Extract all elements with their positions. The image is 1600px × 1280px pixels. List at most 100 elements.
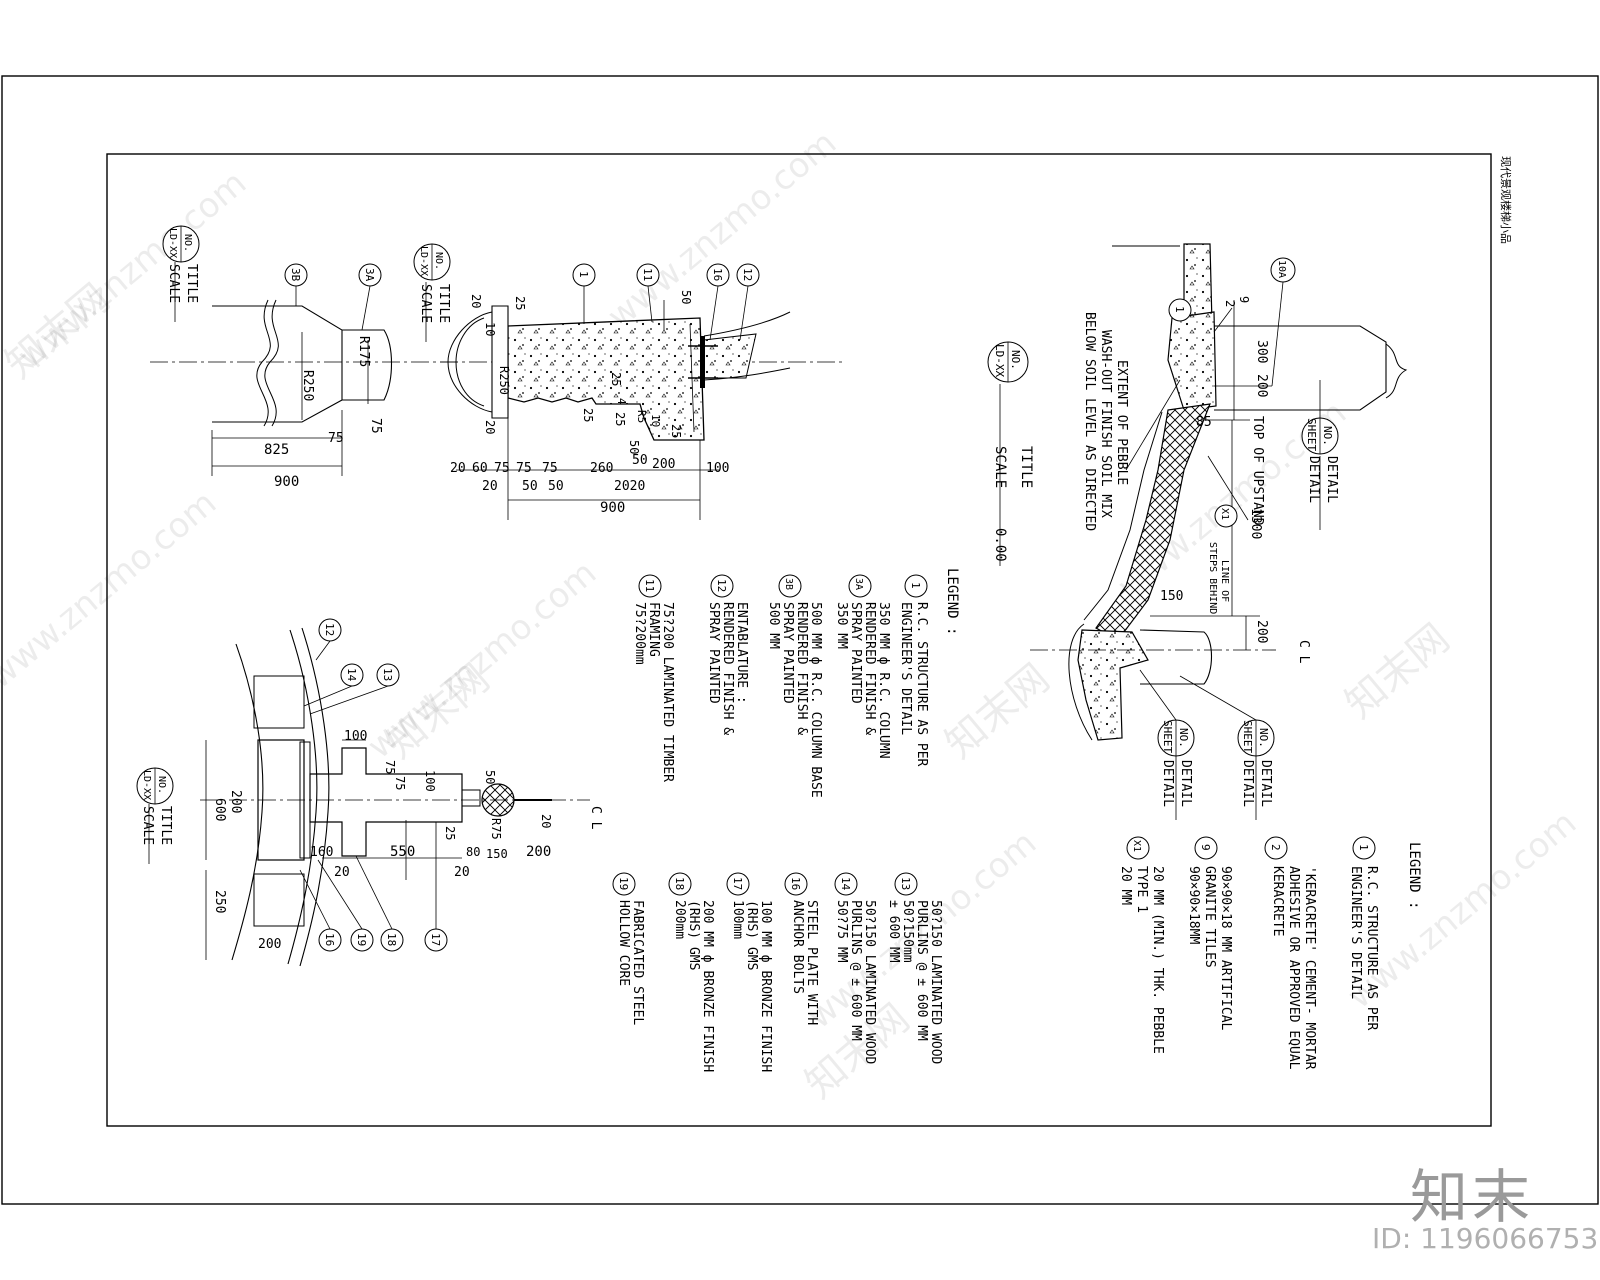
dim-label: 200 — [228, 790, 243, 813]
svg-text:NO.: NO. — [433, 252, 444, 270]
dim-label: 50 — [679, 290, 693, 304]
callout-16: 16 — [299, 869, 342, 952]
svg-text:TITLE: TITLE — [1018, 446, 1034, 488]
outer-frame — [1, 75, 1599, 1205]
svg-text:KERACRETE: KERACRETE — [1270, 866, 1285, 936]
svg-text:350 MM: 350 MM — [834, 602, 849, 649]
note-pebble: BELOW SOIL LEVEL AS DIRECTED — [1082, 312, 1097, 531]
entablature-arc — [287, 629, 318, 965]
svg-text:9: 9 — [1199, 844, 1212, 851]
svg-text:14: 14 — [839, 877, 852, 891]
dim-label: 25 — [609, 372, 623, 386]
svg-text:12: 12 — [715, 579, 728, 592]
title-block: NO. LD-XX TITLE SCALE — [413, 243, 451, 342]
svg-text:0.00: 0.00 — [992, 528, 1008, 562]
legend-item: 9 90×90×18 MM ARTIFICAL GRANITE TILES 90… — [1186, 836, 1233, 1031]
dim-label: 20 — [469, 294, 483, 308]
svg-text:20 MM (MIN.) THK. PEBBLE: 20 MM (MIN.) THK. PEBBLE — [1150, 866, 1165, 1054]
watermark-text: www.znzmo.com — [0, 483, 224, 697]
svg-text:3B: 3B — [289, 268, 302, 282]
svg-text:ENGINEER'S DETAIL: ENGINEER'S DETAIL — [898, 602, 913, 735]
svg-text:DETAIL: DETAIL — [1324, 456, 1339, 503]
dim-label: 4 — [615, 398, 628, 405]
callout-19: 19 — [317, 859, 374, 952]
svg-text:ENGINEER'S DETAIL: ENGINEER'S DETAIL — [1348, 866, 1363, 999]
svg-text:SCALE: SCALE — [992, 446, 1008, 488]
dim-label: 75 — [516, 461, 532, 476]
sheet-label: 现代景观楼梯小品 — [1499, 156, 1513, 244]
svg-text:12: 12 — [741, 268, 754, 281]
dim-label: 75 — [542, 461, 558, 476]
legend-item: 12 ENTABLATURE : RENDERED FINISH & SPRAY… — [706, 574, 749, 735]
callout-3a: 3A — [358, 263, 382, 331]
svg-text:200mm: 200mm — [672, 900, 687, 939]
lower-column — [1139, 629, 1213, 685]
watermark-text: www.znzmo.com — [600, 123, 844, 337]
svg-text:13: 13 — [899, 877, 912, 890]
dim-label: 25 — [669, 424, 683, 438]
watermark-corner-brand: 知末 — [1410, 1163, 1535, 1231]
svg-text:HOLLOW CORE: HOLLOW CORE — [616, 900, 631, 986]
svg-text:GRANITE TILES: GRANITE TILES — [1202, 866, 1217, 968]
svg-text:RENDERED FINISH &: RENDERED FINISH & — [720, 602, 735, 735]
dim-label: 75 — [368, 418, 383, 434]
leader-line — [1125, 379, 1181, 471]
dim-label: 150 — [1160, 589, 1183, 604]
column-cap-curve — [447, 311, 493, 413]
note-steps: LINE OF — [1219, 560, 1230, 602]
svg-text:350 MM ф R.C. COLUMN: 350 MM ф R.C. COLUMN — [876, 602, 891, 759]
legend-item: 19 FABRICATED STEEL HOLLOW CORE — [612, 872, 645, 1025]
dim-label: 900 — [600, 500, 625, 516]
dim-label: 20 — [482, 479, 498, 494]
svg-text:16: 16 — [711, 268, 724, 281]
step-section-view: 10A 9 2 1 X1 300 200 85 1300 150 200 C L… — [987, 243, 1408, 820]
svg-text:1: 1 — [909, 582, 922, 589]
svg-text:90×90×18 MM ARTIFICAL: 90×90×18 MM ARTIFICAL — [1218, 866, 1233, 1031]
dim-label: 10 — [649, 414, 662, 427]
entablature-shape — [703, 333, 757, 379]
svg-text:NO.: NO. — [1257, 728, 1270, 748]
plan-detail-view: 12 14 13 16 19 18 17 — [136, 618, 603, 967]
svg-text:DETAIL: DETAIL — [1160, 760, 1175, 807]
svg-text:ADHESIVE OR APPROVED EQUAL: ADHESIVE OR APPROVED EQUAL — [1286, 866, 1301, 1070]
dim-label: 200 — [1254, 374, 1269, 397]
entablature-arc — [299, 627, 330, 967]
svg-text:100mm: 100mm — [730, 900, 745, 939]
legend-item: 17 100 MM ф BRONZE FINISH (RHS) GMS 100m… — [726, 872, 773, 1072]
svg-text:(RHS) GMS: (RHS) GMS — [686, 900, 701, 970]
callout-12: 12 — [736, 263, 760, 341]
dim-label: 200 — [652, 457, 675, 472]
legend-item: X1 20 MM (MIN.) THK. PEBBLE TYPE 1 20 MM — [1118, 836, 1165, 1054]
dim-label: 50 — [483, 770, 497, 784]
note-upstand: TOP OF UPSTAND — [1250, 416, 1265, 526]
callout-10a: 10A — [1214, 257, 1296, 387]
legend-item: 13 50?150 LAMINATED WOOD PURLINS @ ± 600… — [886, 872, 943, 1065]
svg-text:3A: 3A — [363, 268, 376, 282]
hollow-core — [309, 747, 463, 857]
svg-text:16: 16 — [789, 877, 802, 890]
svg-text:500 MM ф R.C. COLUMN BASE: 500 MM ф R.C. COLUMN BASE — [808, 602, 823, 798]
dim-label: 100 — [344, 729, 367, 744]
timber-block-upper — [253, 675, 305, 729]
svg-text:SHEET: SHEET — [1305, 418, 1318, 451]
svg-text:14: 14 — [345, 668, 358, 682]
svg-text:500 MM: 500 MM — [766, 602, 781, 649]
dim-label: 75 — [393, 776, 407, 790]
dim-label: 600 — [212, 798, 227, 821]
svg-text:10A: 10A — [1276, 260, 1287, 278]
callout-16: 16 — [706, 263, 730, 341]
dim-label: 50 — [632, 453, 648, 468]
legend-heading: LEGEND : — [1406, 842, 1422, 909]
legend-item: 1 R.C. STRUCTURE AS PER ENGINEER'S DETAI… — [1348, 836, 1379, 1031]
callout-3b: 3B — [284, 263, 308, 306]
dim-label: 1300 — [1248, 508, 1263, 539]
legend-3: LEGEND : 1 R.C. STRUCTURE AS PER ENGINEE… — [1118, 836, 1422, 1070]
callout-12: 12 — [315, 618, 342, 661]
dim-label: 25 — [513, 296, 527, 310]
legend-heading: LEGEND : — [944, 568, 960, 635]
dim-label: 2020 — [614, 479, 645, 494]
svg-text:200 MM ф BRONZE FINISH: 200 MM ф BRONZE FINISH — [700, 900, 715, 1072]
svg-text:SPRAY PAINTED: SPRAY PAINTED — [706, 602, 721, 704]
svg-text:13: 13 — [381, 668, 394, 681]
